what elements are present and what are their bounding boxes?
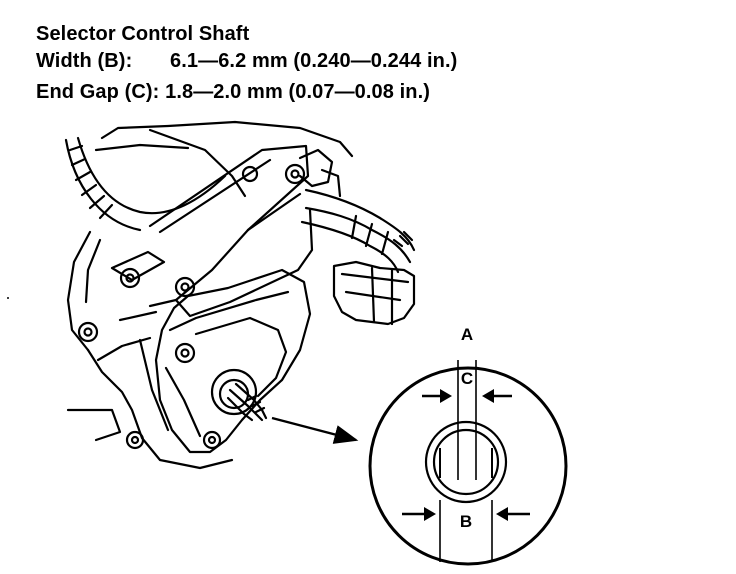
endgap-label: End Gap (C): [36, 81, 160, 103]
transmission-housing-drawing [64, 120, 416, 470]
detail-view-a [368, 360, 568, 566]
detail-pointer-arrow [271, 416, 359, 444]
shaft-end-inner [432, 428, 500, 496]
shaft-end-outer [424, 420, 508, 504]
width-spec-line: Width (B): 6.1—6.2 mm (0.240—0.244 in.) [36, 48, 457, 74]
detail-circle [368, 366, 568, 566]
endgap-value: 1.8—2.0 mm (0.07—0.08 in.) [165, 81, 431, 103]
endgap-spec-line: End Gap (C): 1.8—2.0 mm (0.07—0.08 in.) [36, 79, 430, 105]
width-value: 6.1—6.2 mm (0.240—0.244 in.) [170, 50, 458, 72]
callout-b: B [460, 512, 472, 531]
spec-title: Selector Control Shaft [36, 23, 250, 45]
callout-a: A [461, 325, 473, 344]
width-label: Width (B): [36, 50, 133, 72]
callout-c: C [461, 369, 473, 388]
